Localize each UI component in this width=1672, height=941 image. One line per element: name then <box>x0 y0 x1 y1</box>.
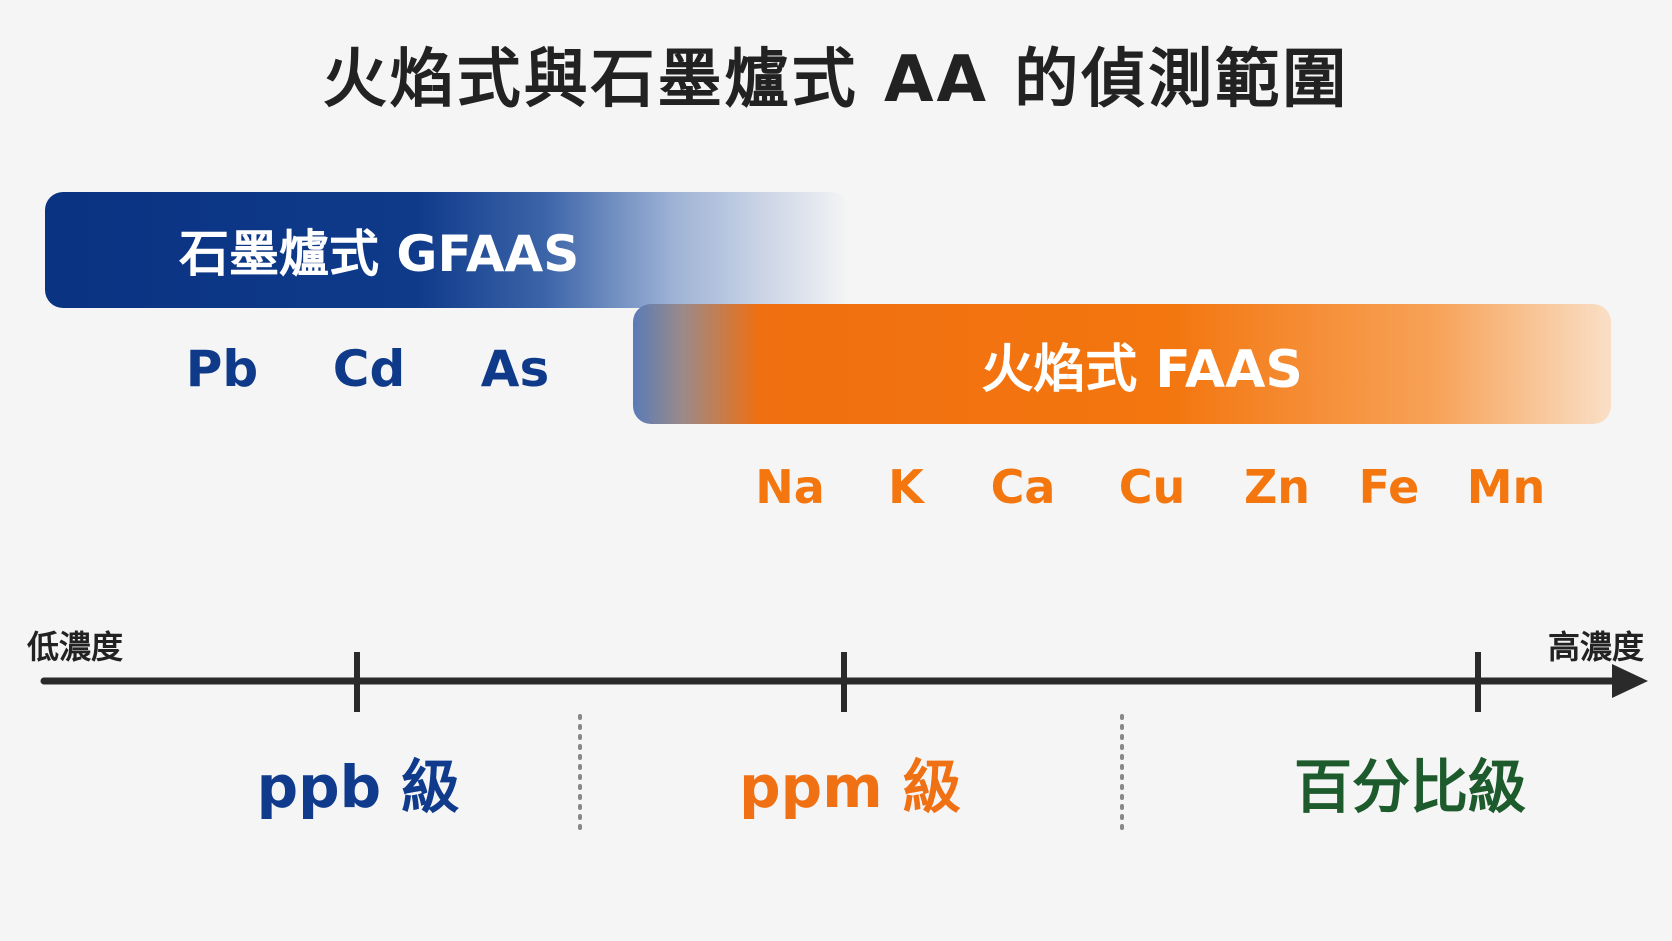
faas-element-fe: Fe <box>1358 460 1420 514</box>
gfaas-element-pb: Pb <box>185 340 259 398</box>
faas-element-zn: Zn <box>1243 460 1311 514</box>
level-percent: 百分比級 <box>1293 753 1527 821</box>
gfaas-range-band: 石墨爐式 GFAAS <box>45 192 850 308</box>
gfaas-element-as: As <box>480 340 550 398</box>
gfaas-element-cd: Cd <box>332 340 406 398</box>
faas-element-cu: Cu <box>1118 460 1186 514</box>
gfaas-band-label: 石墨爐式 GFAAS <box>179 225 580 283</box>
level-ppb: ppb 級 <box>256 753 460 821</box>
axis-arrowhead <box>1612 664 1648 698</box>
diagram-title: 火焰式與石墨爐式 AA 的偵測範圍 <box>322 43 1350 117</box>
faas-element-k: K <box>888 460 924 514</box>
faas-element-mn: Mn <box>1466 460 1546 514</box>
faas-range-band: 火焰式 FAAS <box>633 304 1611 424</box>
faas-element-na: Na <box>755 460 825 514</box>
high-concentration-label: 高濃度 <box>1547 628 1644 666</box>
low-concentration-label: 低濃度 <box>27 628 124 666</box>
faas-element-ca: Ca <box>990 460 1056 514</box>
level-ppm: ppm 級 <box>739 753 961 821</box>
faas-band-label: 火焰式 FAAS <box>981 339 1303 400</box>
